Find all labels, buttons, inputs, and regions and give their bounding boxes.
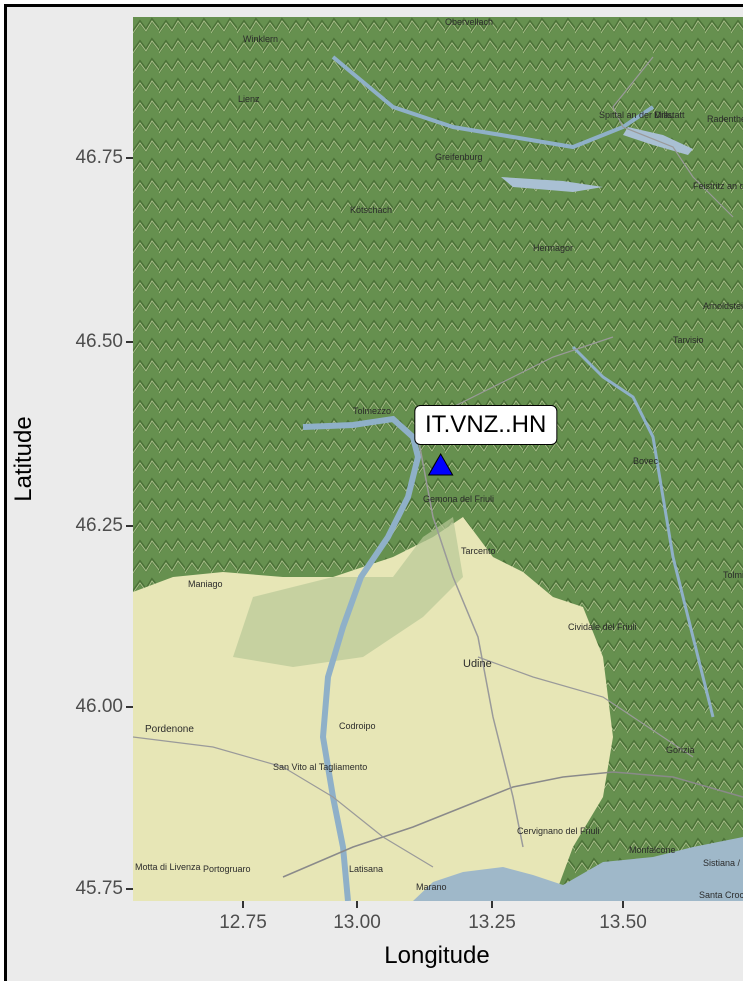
- town-label: Monfalcone: [629, 845, 676, 855]
- x-tick-label: 13.00: [333, 912, 381, 933]
- town-label: Tolmin: [723, 570, 743, 580]
- town-label: Udine: [463, 658, 492, 670]
- y-tick-mark: [126, 706, 133, 708]
- town-label: Pordenone: [145, 724, 194, 735]
- adriatic-sea: [413, 837, 743, 901]
- y-tick-label: 46.75: [75, 147, 123, 168]
- town-label: Arnoldstein: [703, 301, 743, 311]
- y-tick-label: 45.75: [75, 878, 123, 899]
- station-label: IT.VNZ..HN: [413, 405, 558, 446]
- town-label: Maniago: [188, 579, 223, 589]
- y-tick-mark: [126, 888, 133, 890]
- map-panel[interactable]: Obervellach Winklern Lienz Spittal an de…: [133, 17, 743, 901]
- town-label: Latisana: [349, 864, 383, 874]
- road: [417, 436, 524, 848]
- y-tick-mark: [126, 157, 133, 159]
- foothills: [233, 517, 463, 667]
- x-tick-mark: [622, 901, 624, 908]
- town-labels: Obervellach Winklern Lienz Spittal an de…: [135, 17, 743, 900]
- town-label: Hermagor: [533, 243, 573, 253]
- town-label: Cervignano del Friuli: [517, 826, 600, 836]
- x-tick-label: 12.75: [219, 912, 267, 933]
- town-label: Gemona del Friuli: [423, 494, 494, 504]
- x-axis-label: Longitude: [384, 942, 490, 969]
- town-label: Tarvisio: [673, 335, 704, 345]
- town-label: Santa Croce: [699, 890, 743, 900]
- town-label: San Vito al Tagliamento: [273, 762, 367, 772]
- town-label: Spittal an der Drau: [599, 110, 674, 120]
- terrain-basemap: Obervellach Winklern Lienz Spittal an de…: [133, 17, 743, 901]
- lake-weissensee: [501, 177, 603, 192]
- y-tick-label: 46.50: [75, 331, 123, 352]
- y-tick-mark: [126, 525, 133, 527]
- town-label: Codroipo: [339, 721, 376, 731]
- town-label: Tolmezzo: [353, 406, 391, 416]
- town-label: Lienz: [238, 94, 260, 104]
- x-tick-mark: [242, 901, 244, 908]
- town-label: Greifenburg: [435, 152, 483, 162]
- y-tick-label: 46.25: [75, 515, 123, 536]
- town-label: Portogruaro: [203, 864, 251, 874]
- town-label: Gorizia: [666, 745, 695, 755]
- town-label: Radenthein: [707, 114, 743, 124]
- x-tick-label: 13.25: [468, 912, 516, 933]
- town-label: Feistritz an der Drau: [693, 181, 743, 191]
- town-label: Sistiana / Sesljan: [703, 858, 743, 868]
- road: [612, 56, 734, 218]
- town-label: Bovec: [633, 456, 659, 466]
- town-label: Kötschach: [350, 205, 392, 215]
- station-triangle-marker[interactable]: [427, 453, 454, 476]
- y-axis-label: Latitude: [10, 416, 37, 502]
- road: [282, 771, 743, 878]
- town-label: Tarcento: [461, 546, 496, 556]
- y-tick-label: 46.00: [75, 696, 123, 717]
- river-isonzo: [571, 345, 715, 718]
- river-tagliamento: [302, 415, 422, 901]
- town-label: Marano: [416, 882, 447, 892]
- x-tick-mark: [356, 901, 358, 908]
- road: [477, 656, 694, 758]
- town-label: Cividale del Friuli: [568, 622, 637, 632]
- town-label: Winklern: [243, 34, 278, 44]
- road: [133, 736, 434, 868]
- town-label: Obervellach: [445, 17, 493, 27]
- town-label: Millstatt: [654, 110, 685, 120]
- y-tick-mark: [126, 341, 133, 343]
- town-label: Motta di Livenza: [135, 862, 201, 872]
- x-tick-mark: [491, 901, 493, 908]
- x-tick-label: 13.50: [599, 912, 647, 933]
